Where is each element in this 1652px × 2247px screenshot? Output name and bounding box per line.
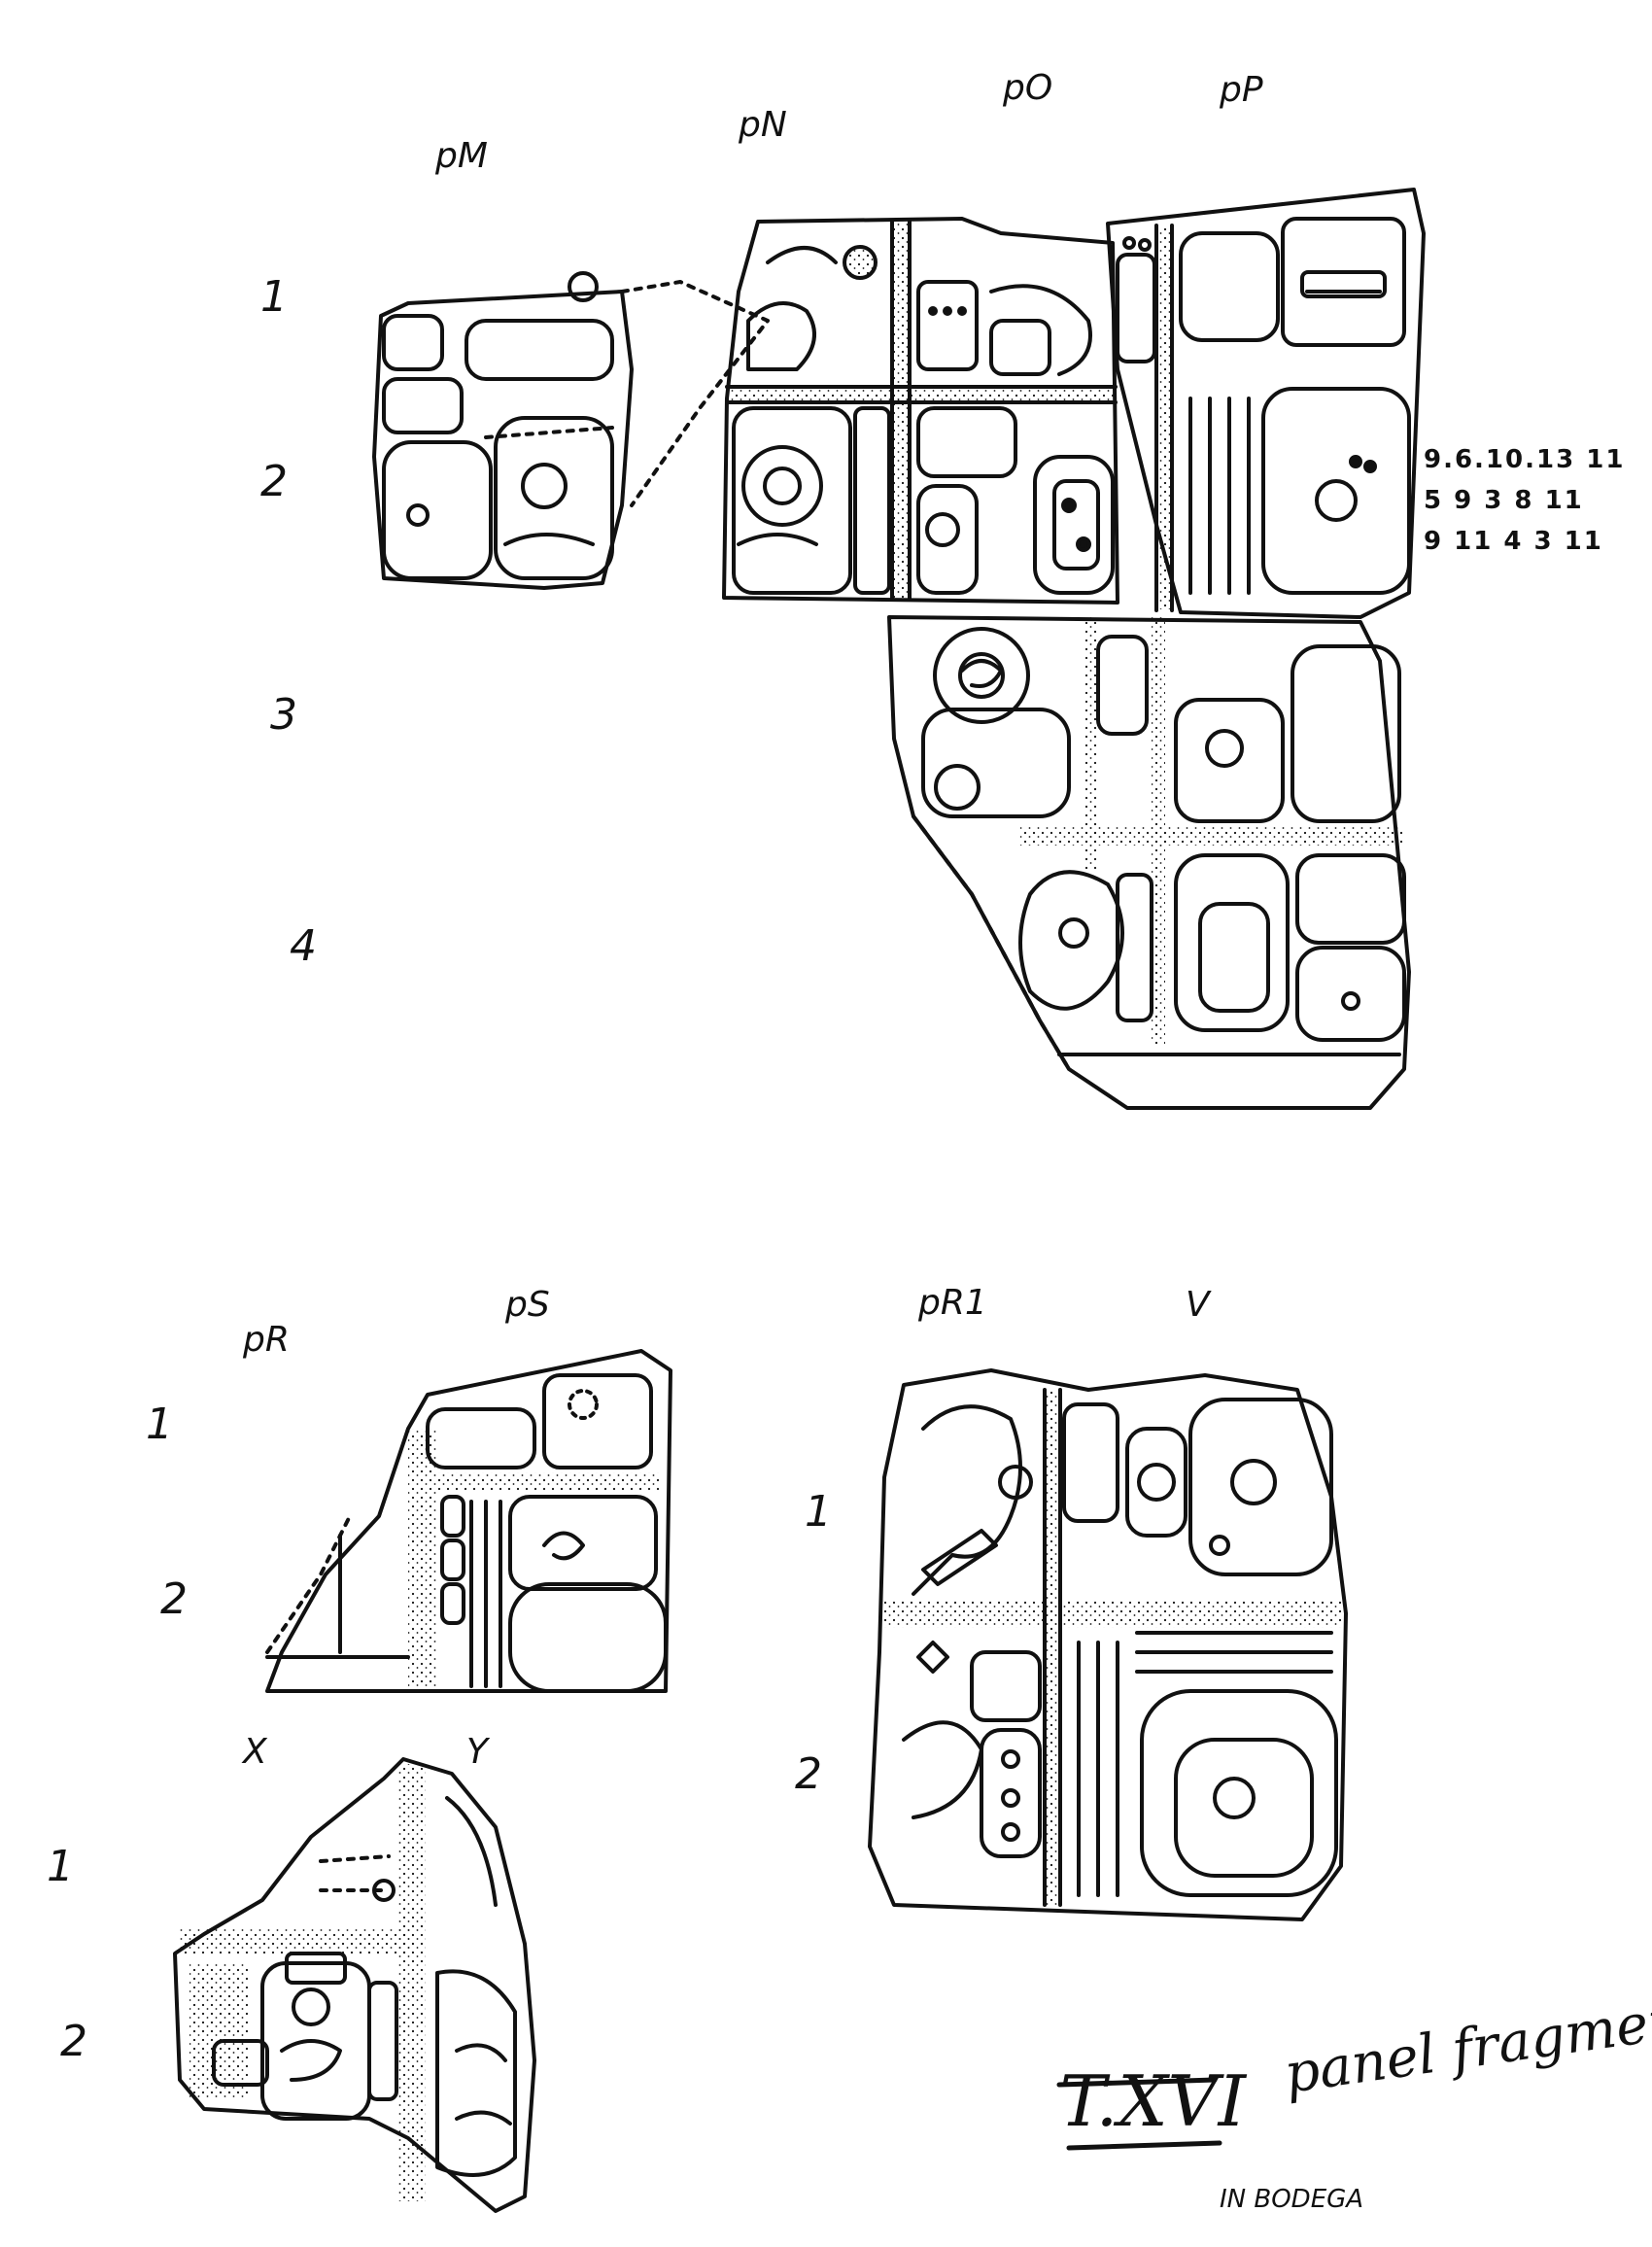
row-label-pr-1: 1 xyxy=(146,1400,173,1449)
column-label-po: pO xyxy=(1003,68,1053,108)
caption-note: IN BODEGA xyxy=(1220,2185,1364,2214)
date-note-line-1: 9.6.10.13 11 xyxy=(1424,445,1626,474)
fragment-pn-po-outline xyxy=(722,217,1119,605)
row-label-pr-2: 2 xyxy=(160,1574,188,1624)
column-label-pr1: pR1 xyxy=(918,1283,987,1323)
column-label-pm: pM xyxy=(435,136,488,176)
column-label-pp: pP xyxy=(1220,70,1263,110)
fragment-pr1-v-outline xyxy=(868,1368,1348,1921)
row-label-4: 4 xyxy=(290,921,317,971)
row-label-x-2: 2 xyxy=(60,2017,87,2066)
row-label-pr1-1: 1 xyxy=(805,1487,832,1537)
column-label-v: V xyxy=(1186,1285,1210,1325)
caption-title: T.XVI xyxy=(1059,2060,1247,2142)
date-note-line-2: 5 9 3 8 11 xyxy=(1424,486,1584,515)
row-label-x-1: 1 xyxy=(47,1842,74,1891)
column-label-pn: pN xyxy=(739,105,787,145)
row-label-1: 1 xyxy=(260,272,288,322)
row-label-2: 2 xyxy=(260,457,288,506)
column-label-x: X xyxy=(243,1732,267,1772)
column-label-ps: pS xyxy=(505,1285,550,1325)
date-note-line-3: 9 11 4 3 11 xyxy=(1424,527,1603,556)
fragment-pr-ps-outline xyxy=(265,1349,672,1693)
row-label-pr1-2: 2 xyxy=(795,1749,822,1799)
row-label-3: 3 xyxy=(270,690,297,740)
column-label-y: Y xyxy=(466,1732,488,1772)
fragment-pp-outline xyxy=(1106,188,1426,619)
column-label-pr: pR xyxy=(243,1320,290,1360)
